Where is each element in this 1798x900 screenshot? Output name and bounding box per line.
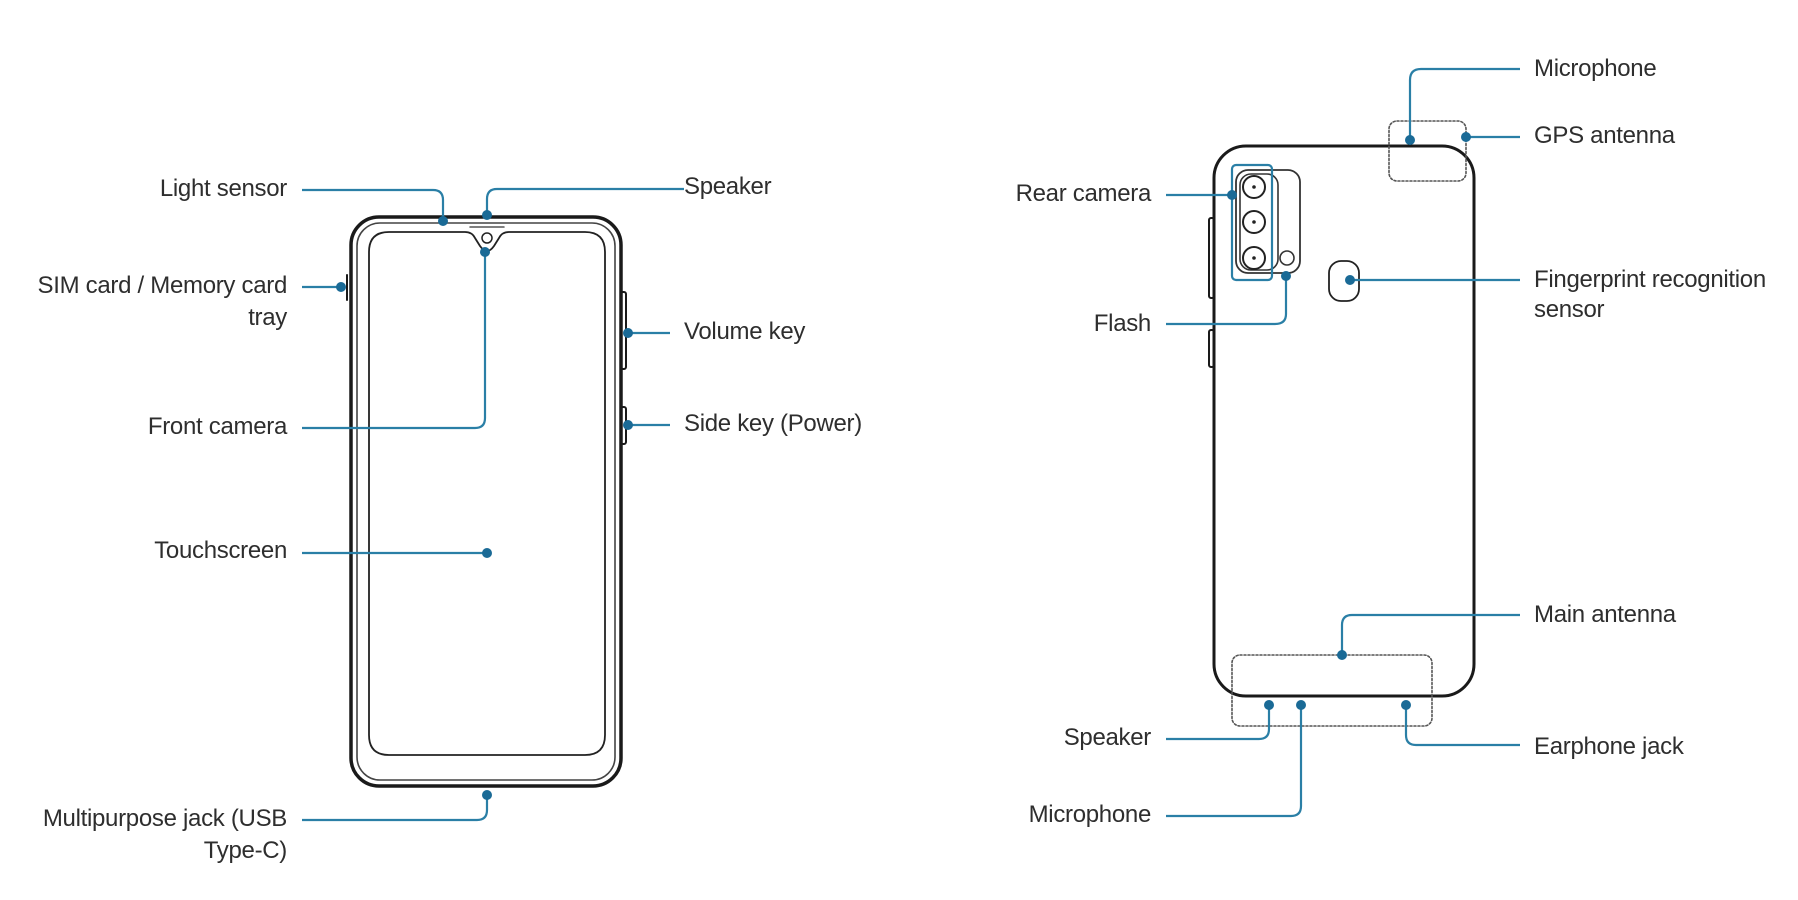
front-phone — [346, 215, 627, 788]
dot-main-antenna — [1337, 650, 1347, 660]
dot-earphone-jack — [1401, 700, 1411, 710]
label-top-microphone: Microphone — [1534, 55, 1657, 82]
rear-lens-2 — [1242, 210, 1266, 234]
rear-lens-3-center — [1252, 256, 1256, 260]
dot-front-camera — [480, 247, 490, 257]
leader-bottom-microphone — [1166, 705, 1303, 818]
dot-flash — [1281, 271, 1291, 281]
front-phone-screen — [368, 231, 606, 756]
leader-front-speaker — [485, 187, 684, 215]
leader-main-antenna — [1340, 613, 1520, 655]
flash-shape — [1279, 250, 1295, 266]
leader-light-sensor — [302, 188, 445, 221]
label-side-key: Side key (Power) — [684, 410, 862, 437]
label-main-antenna: Main antenna — [1534, 601, 1676, 628]
dot-side-key — [623, 420, 633, 430]
main-antenna-zone — [1231, 654, 1433, 727]
dot-light-sensor — [438, 216, 448, 226]
label-multipurpose-line1: Multipurpose jack (USB — [42, 805, 287, 832]
front-dots — [336, 210, 633, 800]
rear-lens-3 — [1242, 246, 1266, 270]
label-front-speaker: Speaker — [684, 173, 772, 200]
label-sim-tray-line1: SIM card / Memory card — [37, 272, 288, 299]
label-light-sensor: Light sensor — [159, 175, 287, 202]
dot-bottom-microphone — [1296, 700, 1306, 710]
label-fingerprint-line1: Fingerprint recognition — [1534, 266, 1766, 293]
dot-rear-camera — [1227, 190, 1237, 200]
rear-camera-highlight — [1230, 163, 1274, 282]
label-fingerprint-line2: sensor — [1534, 296, 1605, 323]
label-rear-speaker: Speaker — [1063, 724, 1152, 751]
label-sim-tray-line2: tray — [248, 304, 287, 331]
dot-front-speaker — [482, 210, 492, 220]
label-volume-key: Volume key — [684, 318, 806, 345]
dot-fingerprint — [1345, 275, 1355, 285]
dot-sim-tray — [336, 282, 346, 292]
label-multipurpose-line2: Type-C) — [203, 837, 288, 864]
leader-flash — [1166, 276, 1288, 326]
leader-top-microphone — [1408, 67, 1520, 140]
front-phone-inner-frame — [356, 222, 616, 781]
label-gps-antenna: GPS antenna — [1534, 122, 1675, 149]
label-bottom-microphone: Microphone — [1028, 801, 1152, 828]
dot-touchscreen — [482, 548, 492, 558]
leader-rear-speaker — [1166, 705, 1271, 741]
dot-volume-key — [623, 328, 633, 338]
leader-earphone-jack — [1404, 705, 1520, 747]
rear-phone — [1208, 120, 1476, 727]
rear-lens-1-center — [1252, 185, 1256, 189]
label-earphone-jack: Earphone jack — [1534, 733, 1684, 760]
dot-top-microphone — [1405, 135, 1415, 145]
rear-dots — [1227, 132, 1471, 710]
front-leaders — [302, 187, 684, 822]
dot-gps-antenna — [1461, 132, 1471, 142]
rear-lens-1 — [1242, 175, 1266, 199]
rear-leaders — [1166, 67, 1520, 818]
camera-module — [1235, 169, 1301, 274]
gps-antenna-zone — [1388, 120, 1467, 182]
dot-rear-speaker — [1264, 700, 1274, 710]
label-touchscreen: Touchscreen — [154, 537, 287, 564]
rear-volume-key-shape — [1208, 217, 1215, 299]
rear-lens-2-center — [1252, 220, 1256, 224]
label-front-camera: Front camera — [147, 413, 287, 440]
label-flash: Flash — [1093, 310, 1152, 337]
rear-side-key-shape — [1208, 329, 1215, 368]
label-rear-camera: Rear camera — [1015, 180, 1152, 207]
dot-multipurpose-jack — [482, 790, 492, 800]
leader-front-camera — [302, 252, 487, 430]
rear-phone-body — [1212, 144, 1476, 698]
camera-lens-housing — [1239, 173, 1279, 271]
leader-multipurpose-jack — [302, 795, 489, 822]
front-camera-lens — [481, 232, 493, 244]
